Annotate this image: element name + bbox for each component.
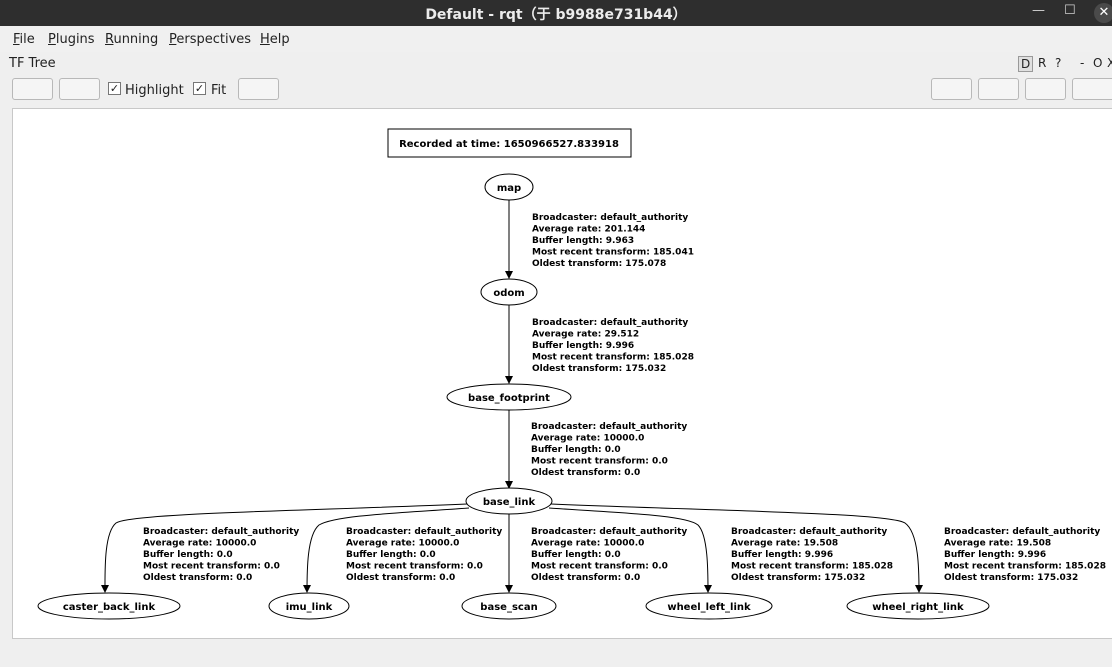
edge-label-broadcaster: Broadcaster: default_authority <box>143 527 299 537</box>
node-label-imu-link: imu_link <box>286 602 333 613</box>
save-image-button[interactable] <box>1072 78 1112 100</box>
node-label-caster-back-link: caster_back_link <box>63 602 156 613</box>
edge-label-average-rate: Average rate: 10000.0 <box>531 434 644 444</box>
fit-checkbox[interactable]: ✓ <box>193 82 206 95</box>
window-titlebar: Default - rqt（于 b9988e731b44） — ☐ ✕ <box>0 0 1112 26</box>
menubar: File Plugins Running Perspectives Help <box>0 26 1112 52</box>
edge-label-buffer-length: Buffer length: 0.0 <box>143 550 233 560</box>
fit-view-button[interactable] <box>238 78 279 100</box>
edge-label-oldest: Oldest transform: 0.0 <box>143 573 252 583</box>
edge-label-average-rate: Average rate: 29.512 <box>532 330 639 340</box>
menu-help[interactable]: Help <box>260 32 290 47</box>
menu-file[interactable]: File <box>13 32 35 47</box>
edge-label-average-rate: Average rate: 10000.0 <box>531 539 644 549</box>
edge-base-link-wheel-left-link <box>548 507 712 593</box>
node-label-wheel-right-link: wheel_right_link <box>872 602 964 613</box>
fit-label: Fit <box>211 83 227 98</box>
edge-label-buffer-length: Buffer length: 0.0 <box>531 445 621 455</box>
node-base-link[interactable] <box>465 487 553 515</box>
node-wheel-right-link[interactable] <box>846 592 990 620</box>
edge-label-most-recent: Most recent transform: 0.0 <box>143 562 280 572</box>
edge-base-link-wheel-right-link <box>550 503 923 593</box>
maximize-icon[interactable]: ☐ <box>1064 3 1076 18</box>
panel-title: TF Tree <box>9 56 56 71</box>
edge-base-link-caster-back-link <box>100 503 468 593</box>
node-label-base-link: base_link <box>483 497 536 508</box>
edge-label-oldest: Oldest transform: 175.032 <box>731 573 865 583</box>
edge-label-buffer-length: Buffer length: 0.0 <box>531 550 621 560</box>
edge-label-oldest: Oldest transform: 0.0 <box>531 573 640 583</box>
edge-label-broadcaster: Broadcaster: default_authority <box>532 318 688 328</box>
refresh-button[interactable] <box>12 78 53 100</box>
edge-label-average-rate: Average rate: 19.508 <box>731 539 838 549</box>
recorded-time-label: Recorded at time: 1650966527.833918 <box>399 139 619 150</box>
edge-label-average-rate: Average rate: 19.508 <box>944 539 1051 549</box>
edge-label-buffer-length: Buffer length: 0.0 <box>346 550 436 560</box>
node-caster-back-link[interactable] <box>37 592 181 620</box>
dock-control-r[interactable]: R <box>1038 56 1047 70</box>
edge-label-most-recent: Most recent transform: 185.041 <box>532 248 694 258</box>
dock-control-d[interactable]: D <box>1018 56 1034 72</box>
node-wheel-left-link[interactable] <box>645 592 773 620</box>
menu-perspectives[interactable]: Perspectives <box>169 32 252 47</box>
edge-label-average-rate: Average rate: 10000.0 <box>143 539 256 549</box>
edge-label-buffer-length: Buffer length: 9.963 <box>532 236 634 246</box>
dock-control-close[interactable]: X <box>1107 56 1112 70</box>
menu-running[interactable]: Running <box>105 32 159 47</box>
recorded-time-box <box>387 128 632 158</box>
node-base-footprint[interactable] <box>446 383 572 411</box>
edge-label-most-recent: Most recent transform: 185.028 <box>532 353 694 363</box>
edge-label-broadcaster: Broadcaster: default_authority <box>531 422 687 432</box>
node-label-map: map <box>497 183 521 194</box>
load-dot-button[interactable] <box>931 78 972 100</box>
edge-label-buffer-length: Buffer length: 9.996 <box>944 550 1046 560</box>
edge-label-most-recent: Most recent transform: 185.028 <box>944 562 1106 572</box>
save-svg-button[interactable] <box>1025 78 1066 100</box>
node-map[interactable] <box>484 173 534 201</box>
tf-graph-canvas[interactable]: Recorded at time: 1650966527.833918 ma <box>12 108 1112 639</box>
edge-label-oldest: Oldest transform: 0.0 <box>531 468 640 478</box>
edge-label-broadcaster: Broadcaster: default_authority <box>944 527 1100 537</box>
edge-label-most-recent: Most recent transform: 0.0 <box>531 457 668 467</box>
edge-label-most-recent: Most recent transform: 0.0 <box>346 562 483 572</box>
minimize-icon[interactable]: — <box>1032 3 1045 18</box>
node-imu-link[interactable] <box>268 592 350 620</box>
node-label-wheel-left-link: wheel_left_link <box>667 602 751 613</box>
dock-control-minimize[interactable]: - <box>1080 56 1085 70</box>
edge-label-most-recent: Most recent transform: 0.0 <box>531 562 668 572</box>
highlight-label: Highlight <box>125 83 184 98</box>
node-label-base-footprint: base_footprint <box>468 393 550 404</box>
save-dot-button[interactable] <box>978 78 1019 100</box>
edge-label-buffer-length: Buffer length: 9.996 <box>731 550 833 560</box>
node-odom[interactable] <box>480 278 538 306</box>
edge-label-average-rate: Average rate: 201.144 <box>532 225 645 235</box>
edge-base-link-imu-link <box>303 507 470 593</box>
window-title: Default - rqt（于 b9988e731b44） <box>425 7 687 23</box>
dock-control-float[interactable]: O <box>1093 56 1103 70</box>
edge-label-broadcaster: Broadcaster: default_authority <box>532 213 688 223</box>
edge-label-buffer-length: Buffer length: 9.996 <box>532 341 634 351</box>
close-icon[interactable]: ✕ <box>1094 3 1112 23</box>
highlight-checkbox[interactable]: ✓ <box>108 82 121 95</box>
edge-label-oldest: Oldest transform: 175.078 <box>532 259 666 269</box>
node-label-base-scan: base_scan <box>480 602 537 613</box>
menu-plugins[interactable]: Plugins <box>48 32 95 47</box>
edge-label-oldest: Oldest transform: 175.032 <box>944 573 1078 583</box>
edge-label-broadcaster: Broadcaster: default_authority <box>346 527 502 537</box>
tf-tree-graph: Recorded at time: 1650966527.833918 ma <box>37 128 1106 620</box>
edge-label-oldest: Oldest transform: 175.032 <box>532 364 666 374</box>
node-label-odom: odom <box>493 288 524 299</box>
edge-label-broadcaster: Broadcaster: default_authority <box>531 527 687 537</box>
edge-label-most-recent: Most recent transform: 185.028 <box>731 562 893 572</box>
edge-label-oldest: Oldest transform: 0.0 <box>346 573 455 583</box>
node-base-scan[interactable] <box>461 592 557 620</box>
edge-label-average-rate: Average rate: 10000.0 <box>346 539 459 549</box>
generate-button[interactable] <box>59 78 100 100</box>
help-icon[interactable]: ? <box>1055 56 1062 70</box>
edge-label-broadcaster: Broadcaster: default_authority <box>731 527 887 537</box>
